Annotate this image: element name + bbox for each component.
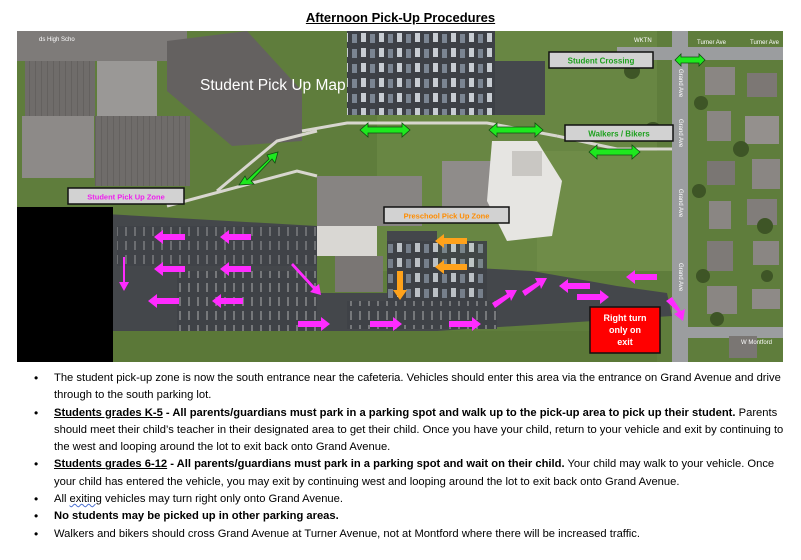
map-grand-label-4: Grand Ave — [677, 263, 683, 292]
bullet-bold-instruction: - All parents/guardians must park in a p… — [167, 458, 565, 471]
magenta-arrow-1 — [154, 230, 185, 244]
orange-arrow-3 — [393, 271, 407, 300]
green-arrow-diagonal — [238, 151, 279, 186]
label-student-pickup-zone: Student Pick Up Zone — [67, 187, 185, 205]
map-school-label: ds High Scho — [39, 37, 75, 43]
svg-text:Right turn: Right turn — [604, 313, 647, 323]
label-student-crossing: Student Crossing — [548, 51, 654, 69]
magenta-arrow-15 — [577, 290, 609, 304]
map-grand-label-3: Grand Ave — [677, 189, 683, 218]
map-grand-label-2: Grand Ave — [677, 119, 683, 148]
map-heading: Student Pick Up Map — [200, 77, 346, 94]
school-building — [17, 31, 562, 292]
montford-street — [688, 327, 783, 338]
bullet-text: Walkers and bikers should cross Grand Av… — [54, 527, 640, 540]
green-arrow-path-2 — [488, 122, 544, 138]
bullet-prefix: All — [54, 493, 70, 506]
page-title: Afternoon Pick-Up Procedures — [305, 10, 496, 25]
bullet-walkers-bikers: Walkers and bikers should cross Grand Av… — [22, 526, 792, 544]
houses — [705, 67, 780, 358]
bullet-text: Parents should meet their child’s teache… — [54, 406, 784, 454]
map-turner-label-1: Turner Ave — [697, 40, 727, 46]
magenta-arrow-13 — [522, 278, 547, 296]
bullet-grades-6-12: Students grades 6-12 - All parents/guard… — [22, 456, 792, 491]
svg-text:Student Pick Up Zone: Student Pick Up Zone — [87, 193, 165, 202]
bullet-grade-heading: Students grades K-5 — [54, 406, 163, 419]
bullet-text: The student pick-up zone is now the sout… — [54, 372, 781, 402]
redacted-block — [17, 207, 113, 362]
magenta-arrow-2 — [220, 230, 251, 244]
orange-arrow-2 — [435, 260, 467, 274]
map-grand-label-1: Grand Ave — [677, 69, 683, 98]
svg-text:exit: exit — [617, 337, 633, 347]
bullet-text: vehicles may turn right only onto Grand … — [101, 493, 343, 506]
magenta-arrow-3 — [119, 257, 129, 291]
walker-arrows — [238, 53, 706, 186]
grand-avenue — [672, 31, 688, 362]
map-turner-label-2: Turner Ave — [750, 40, 780, 46]
traffic-arrows — [119, 230, 685, 331]
bullet-exit-right-turn: All exiting vehicles may turn right only… — [22, 491, 792, 509]
orange-arrow-1 — [435, 234, 467, 248]
magenta-arrow-12 — [492, 290, 517, 308]
green-arrow-bikers — [588, 144, 641, 160]
green-arrow-crossing — [674, 53, 706, 67]
bullet-grades-k5: Students grades K-5 - All parents/guardi… — [22, 405, 792, 457]
map-montford-label: W Montford — [741, 340, 772, 346]
spellcheck-word: exiting — [69, 493, 102, 506]
bullet-grade-heading: Students grades 6-12 — [54, 458, 168, 471]
magenta-arrow-14 — [559, 279, 590, 293]
magenta-arrow-9 — [298, 317, 330, 331]
label-preschool-pickup-zone: Preschool Pick Up Zone — [383, 206, 510, 224]
magenta-arrow-4 — [154, 262, 185, 276]
bullet-bold-text: No students may be picked up in other pa… — [54, 510, 339, 523]
magenta-arrow-10 — [370, 317, 402, 331]
preschool-arrows — [393, 234, 467, 300]
svg-text:Student Crossing: Student Crossing — [568, 57, 635, 66]
turner-avenue — [617, 47, 783, 60]
green-arrow-path-1 — [359, 122, 411, 138]
magenta-arrow-16 — [626, 270, 657, 284]
magenta-arrow-6 — [287, 263, 321, 295]
label-walkers-bikers: Walkers / Bikers — [564, 124, 674, 142]
bullet-bold-instruction: - All parents/guardians must park in a p… — [162, 406, 736, 419]
svg-text:Preschool Pick Up Zone: Preschool Pick Up Zone — [404, 212, 490, 221]
magenta-arrow-11 — [449, 317, 481, 331]
magenta-arrow-17 — [666, 297, 685, 321]
bullet-text: Your child may walk to your vehicle. Onc… — [54, 458, 775, 488]
magenta-arrow-7 — [148, 294, 179, 308]
bullet-no-other-areas: No students may be picked up in other pa… — [22, 508, 792, 526]
svg-text:Walkers / Bikers: Walkers / Bikers — [588, 130, 650, 139]
label-right-turn-exit: Right turn only on exit — [589, 306, 661, 354]
north-parking-lot — [347, 31, 495, 115]
map-wktn-label: WKTN — [634, 38, 652, 44]
pickup-map: ds High Scho WKTN Turner Ave Turner Ave … — [17, 31, 783, 362]
magenta-arrow-5 — [220, 262, 251, 276]
svg-text:only on: only on — [609, 325, 641, 335]
bullet-pickup-zone: The student pick-up zone is now the sout… — [22, 370, 792, 405]
procedure-list: The student pick-up zone is now the sout… — [22, 370, 792, 543]
magenta-arrow-8 — [212, 294, 243, 308]
